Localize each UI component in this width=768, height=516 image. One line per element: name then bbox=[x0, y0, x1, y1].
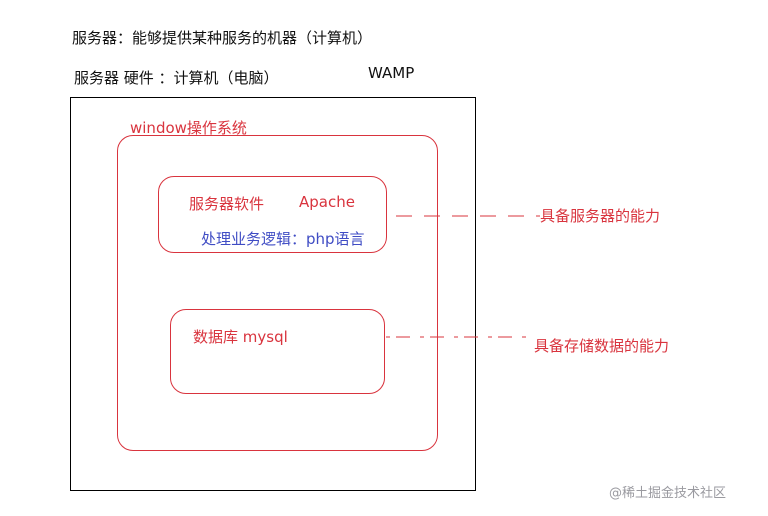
stack-label: WAMP bbox=[368, 64, 415, 82]
storage-capability-label: 具备存储数据的能力 bbox=[534, 337, 670, 355]
os-label: window操作系统 bbox=[130, 119, 247, 137]
definition-text: 服务器：能够提供某种服务的机器（计算机） bbox=[72, 29, 373, 47]
os-box bbox=[117, 135, 438, 451]
server-machine-box bbox=[70, 97, 476, 491]
database-label: 数据库 mysql bbox=[193, 328, 288, 346]
apache-label: Apache bbox=[299, 193, 355, 211]
logic-label: 处理业务逻辑：php语言 bbox=[201, 230, 365, 248]
hardware-text: 服务器 硬件 ：计算机（电脑） bbox=[74, 69, 279, 87]
server-software-box bbox=[158, 176, 387, 253]
server-software-label: 服务器软件 bbox=[189, 195, 265, 213]
server-capability-label: 具备服务器的能力 bbox=[540, 207, 661, 225]
database-box bbox=[170, 309, 385, 394]
watermark: @稀土掘金技术社区 bbox=[609, 486, 727, 501]
